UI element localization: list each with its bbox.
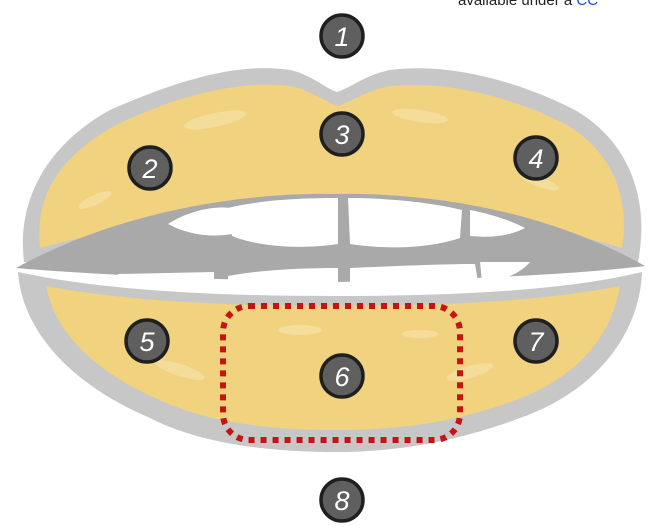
- marker-3-label: 3: [334, 120, 349, 150]
- marker-5-label: 5: [139, 327, 155, 357]
- marker-6: 6: [321, 355, 363, 397]
- marker-4-label: 4: [528, 144, 543, 174]
- marker-1-label: 1: [334, 22, 349, 52]
- marker-4: 4: [515, 137, 557, 179]
- marker-5: 5: [126, 320, 168, 362]
- marker-7-label: 7: [528, 327, 544, 357]
- marker-1: 1: [321, 15, 363, 57]
- marker-8-label: 8: [334, 486, 349, 516]
- marker-8: 8: [321, 479, 363, 521]
- marker-6-label: 6: [334, 362, 350, 392]
- marker-3: 3: [321, 113, 363, 155]
- marker-2: 2: [129, 147, 171, 189]
- marker-2-label: 2: [141, 154, 157, 184]
- marker-7: 7: [515, 320, 557, 362]
